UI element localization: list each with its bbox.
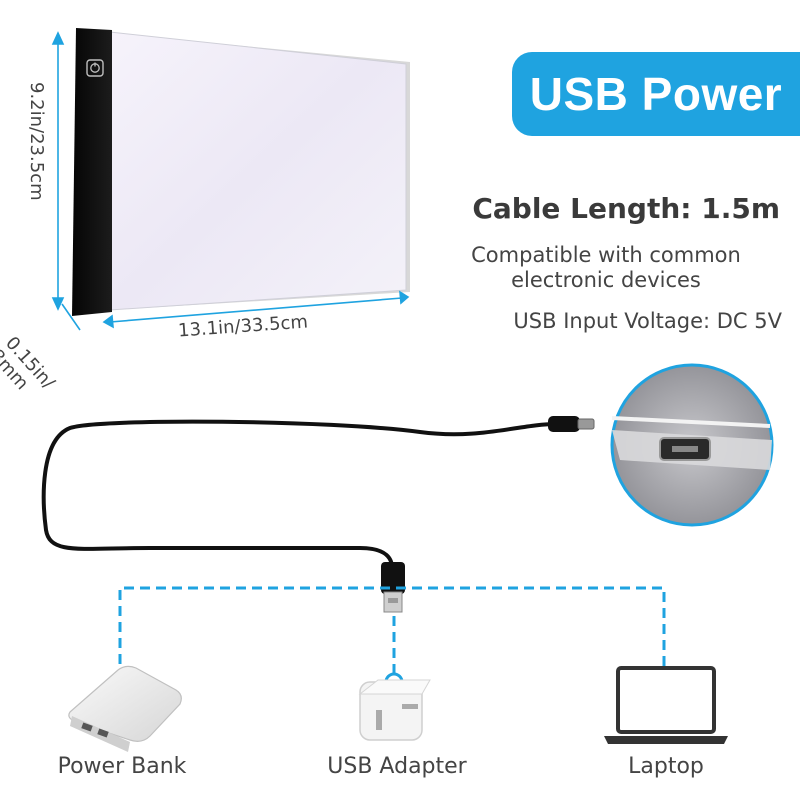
usb-a-plug bbox=[381, 562, 405, 613]
usb-cable bbox=[41, 419, 558, 570]
height-dimension-line bbox=[51, 31, 65, 311]
title-badge: USB Power bbox=[512, 52, 800, 136]
height-dimension-label: 9.2in/23.5cm bbox=[26, 82, 47, 201]
voltage-text: USB Input Voltage: DC 5V bbox=[513, 309, 782, 333]
compatibility-line-1: Compatible with common bbox=[471, 243, 741, 267]
usb-adapter-icon bbox=[358, 679, 431, 741]
device-label-laptop: Laptop bbox=[628, 754, 704, 779]
compatibility-text: Compatible with common electronic device… bbox=[430, 243, 782, 293]
micro-usb-plug bbox=[548, 416, 595, 432]
device-label-power-bank: Power Bank bbox=[57, 754, 187, 779]
power-button-icon[interactable] bbox=[86, 59, 104, 77]
compatibility-line-2: electronic devices bbox=[511, 268, 701, 292]
connection-lines bbox=[118, 586, 666, 680]
power-bank-icon bbox=[68, 665, 182, 752]
port-closeup bbox=[610, 363, 774, 527]
title-text: USB Power bbox=[529, 68, 783, 120]
cable-length-text: Cable Length: 1.5m bbox=[472, 192, 780, 225]
device-label-usb-adapter: USB Adapter bbox=[327, 754, 467, 779]
laptop-icon bbox=[604, 666, 728, 744]
light-pad bbox=[72, 28, 410, 316]
width-dimension-line bbox=[102, 290, 410, 329]
thickness-dimension-line bbox=[61, 303, 81, 331]
